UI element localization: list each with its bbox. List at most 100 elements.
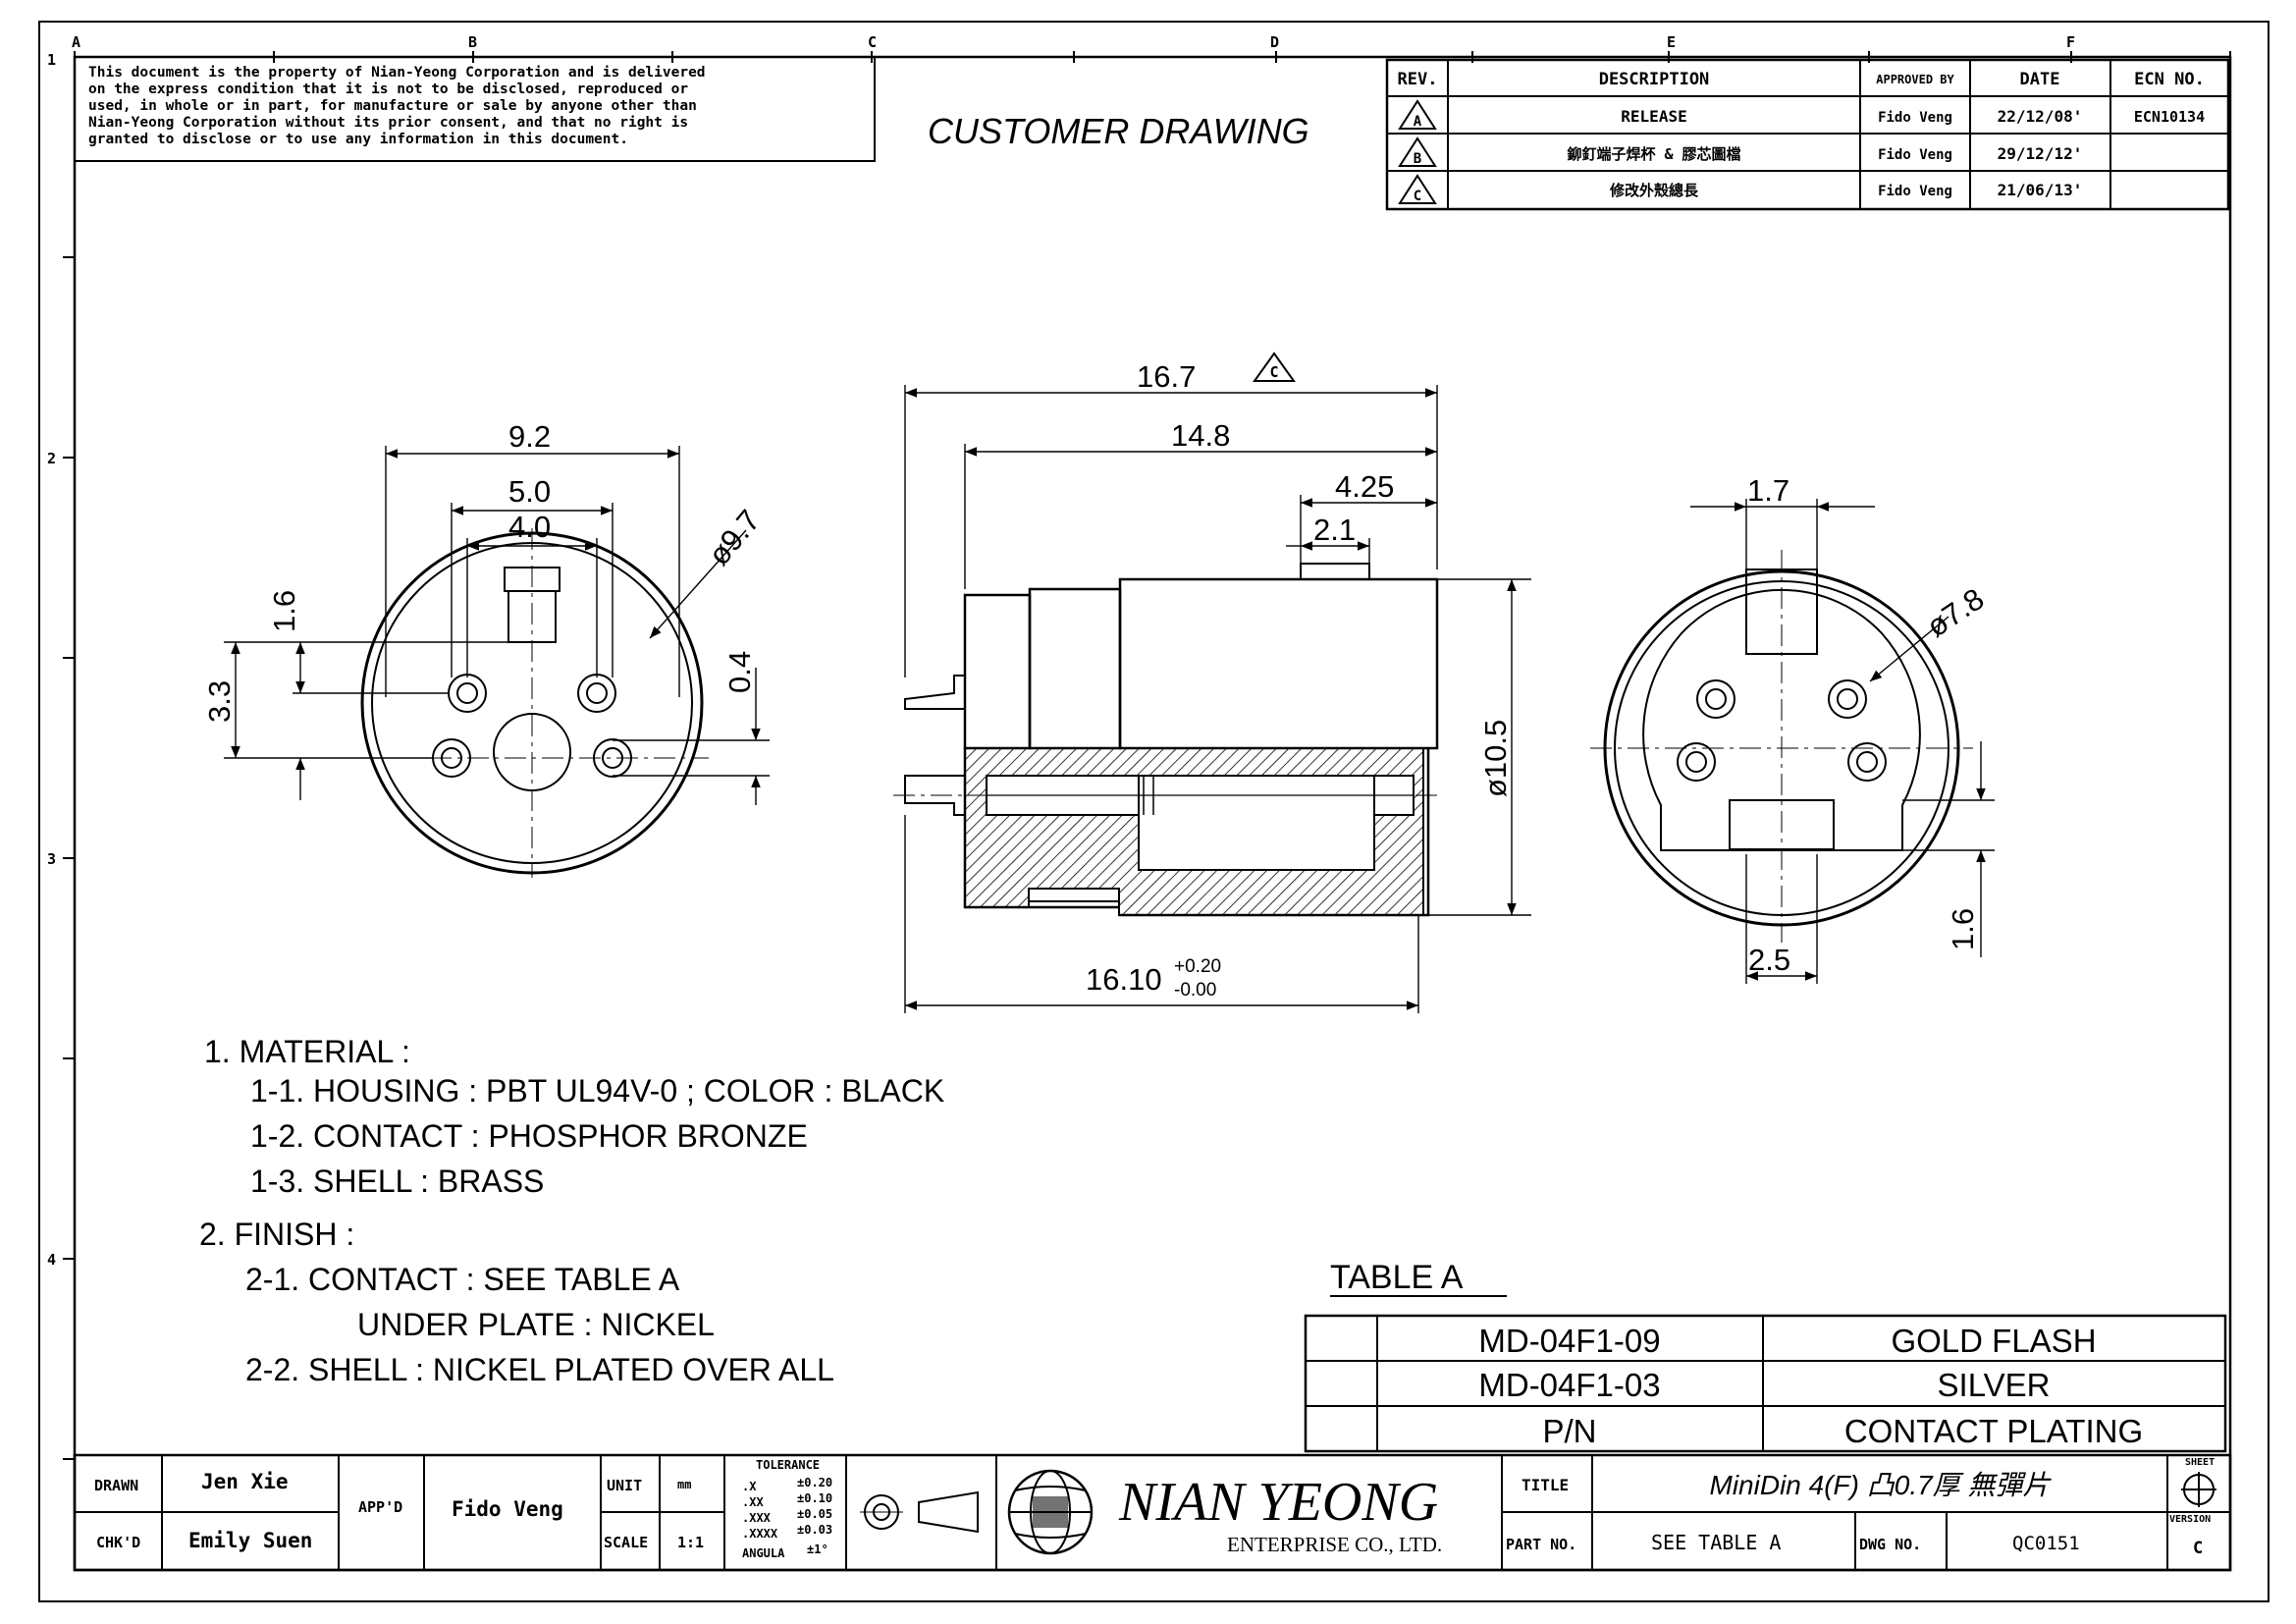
- rev-letter: C: [1414, 189, 1421, 204]
- proprietary-notice: This document is the property of Nian-Ye…: [74, 56, 876, 162]
- rev-header-description: DESCRIPTION: [1599, 70, 1710, 89]
- front-view: [355, 528, 709, 878]
- projection-symbol-icon: [860, 1490, 979, 1534]
- zone-markers: A B C D E F 1 2 3 4: [47, 33, 2075, 1269]
- tolerance-value: ±1°: [807, 1543, 828, 1556]
- sheet-label: SHEET: [2185, 1457, 2215, 1468]
- side-view-dimensions: [904, 385, 1531, 1013]
- rev-description: RELEASE: [1621, 107, 1686, 126]
- rev-header-approved: APPROVED BY: [1876, 73, 1954, 86]
- note-finish: 2. FINISH :: [199, 1217, 354, 1252]
- table-a-pn: MD-04F1-03: [1478, 1367, 1660, 1403]
- company-globe-logo-icon: [1007, 1469, 1094, 1555]
- appd-name: Fido Veng: [452, 1497, 563, 1521]
- zone-letter-d: D: [1270, 33, 1279, 51]
- zone-number-2: 2: [47, 450, 56, 467]
- scale-label: SCALE: [604, 1534, 648, 1551]
- company-name: NIAN YEONG: [1118, 1472, 1438, 1533]
- tol-plus: +0.20: [1174, 956, 1221, 977]
- zone-number-4: 4: [47, 1251, 56, 1269]
- rev-ecn: ECN10134: [2134, 108, 2205, 126]
- dim-1-6-right: 1.6: [1946, 908, 1980, 950]
- dim-5-0: 5.0: [508, 474, 551, 509]
- rev-date: 21/06/13': [1998, 181, 2083, 199]
- unit-label: UNIT: [607, 1477, 642, 1494]
- table-a: TABLE A MD-04F1-09 GOLD FLASH MD-04F1-03…: [1304, 1259, 2227, 1453]
- dim-4-25: 4.25: [1335, 469, 1394, 504]
- notice-line-2: on the express condition that it is not …: [88, 81, 688, 97]
- drawing-type-label: CUSTOMER DRAWING: [928, 111, 1309, 151]
- note-shell-finish: 2-2. SHELL : NICKEL PLATED OVER ALL: [245, 1352, 834, 1387]
- table-a-header-pn: P/N: [1542, 1413, 1596, 1449]
- tolerance-key: .X: [742, 1480, 757, 1493]
- rev-approved-by: Fido Veng: [1878, 110, 1952, 126]
- svg-text:C: C: [1269, 363, 1278, 381]
- tolerance-value: ±0.10: [797, 1491, 832, 1505]
- table-a-title: TABLE A: [1330, 1259, 1464, 1296]
- dim-phi-10-5: ø10.5: [1478, 720, 1513, 797]
- tolerance-value: ±0.03: [797, 1523, 832, 1537]
- zone-letter-f: F: [2066, 33, 2075, 51]
- rev-date: 22/12/08': [1998, 107, 2083, 126]
- revision-c-marker: C: [1253, 352, 1296, 382]
- rear-view-dimensions: [1690, 499, 1995, 984]
- revision-row-b: B 鉚釘端子焊杯 & 膠芯圖檔 Fido Veng 29/12/12': [1398, 136, 2082, 167]
- table-a-plating: GOLD FLASH: [1891, 1323, 2096, 1359]
- zone-letter-c: C: [868, 33, 877, 51]
- revision-table: REV. DESCRIPTION APPROVED BY DATE ECN NO…: [1385, 58, 2230, 211]
- rev-header-date: DATE: [2020, 70, 2060, 89]
- tolerance-key: .XX: [742, 1495, 764, 1509]
- side-section-view: [893, 563, 1443, 917]
- table-a-plating: SILVER: [1938, 1367, 2051, 1403]
- version-label: VERSION: [2169, 1514, 2211, 1525]
- chkd-label: CHK'D: [96, 1534, 140, 1551]
- table-a-row: MD-04F1-09 GOLD FLASH: [1478, 1323, 2096, 1359]
- drawn-name: Jen Xie: [201, 1470, 289, 1493]
- version-value: C: [2193, 1539, 2203, 1558]
- dwg-no-value: QC0151: [2012, 1533, 2080, 1554]
- tolerance-key: .XXXX: [742, 1527, 778, 1541]
- zone-number-3: 3: [47, 850, 56, 868]
- zone-letter-e: E: [1667, 33, 1676, 51]
- dim-2-5: 2.5: [1748, 943, 1790, 977]
- rear-view: [1590, 550, 1973, 943]
- dim-16-10: 16.10: [1086, 962, 1162, 997]
- note-under-plate: UNDER PLATE : NICKEL: [357, 1307, 715, 1342]
- dim-1-7: 1.7: [1747, 473, 1789, 508]
- dim-phi-9-7: ø9.7: [702, 503, 768, 571]
- dim-1-6-left: 1.6: [267, 590, 301, 632]
- tolerance-value: ±0.20: [797, 1476, 832, 1489]
- tolerance-key: ANGULA: [742, 1546, 785, 1560]
- appd-label: APP'D: [358, 1498, 402, 1516]
- dim-0-4: 0.4: [722, 651, 757, 693]
- side-view-labels: 16.7 14.8 4.25 2.1 ø10.5 16.10 +0.20 -0.…: [1086, 352, 1513, 1001]
- rev-approved-by: Fido Veng: [1878, 147, 1952, 163]
- title-block: DRAWN Jen Xie CHK'D Emily Suen APP'D Fid…: [73, 1453, 2232, 1572]
- rev-description: 鉚釘端子焊杯 & 膠芯圖檔: [1567, 145, 1740, 163]
- table-a-header-plating: CONTACT PLATING: [1844, 1413, 2143, 1449]
- table-a-row: MD-04F1-03 SILVER: [1478, 1367, 2050, 1403]
- revision-row-c: C 修改外殼總長 Fido Veng 21/06/13': [1398, 174, 2083, 204]
- rev-description: 修改外殼總長: [1609, 182, 1699, 199]
- dim-3-3: 3.3: [202, 680, 237, 723]
- rev-header-rev: REV.: [1398, 70, 1438, 89]
- drawing-title: MiniDin 4(F) 凸0.7厚 無彈片: [1710, 1470, 2053, 1500]
- notice-line-1: This document is the property of Nian-Ye…: [88, 65, 706, 81]
- zone-number-1: 1: [47, 51, 56, 69]
- dim-9-2: 9.2: [508, 419, 551, 454]
- revision-row-a: A RELEASE Fido Veng 22/12/08' ECN10134: [1398, 99, 2205, 130]
- tol-minus: -0.00: [1174, 980, 1216, 1001]
- notice-line-5: granted to disclose or to use any inform…: [88, 132, 628, 147]
- scale-value: 1:1: [677, 1534, 704, 1551]
- dim-14-8: 14.8: [1171, 418, 1230, 453]
- tolerance-value: ±0.05: [797, 1507, 832, 1521]
- note-material: 1. MATERIAL :: [204, 1034, 410, 1069]
- dim-phi-7-8: ø7.8: [1920, 581, 1990, 644]
- title-label: TITLE: [1522, 1476, 1569, 1494]
- notice-line-3: used, in whole or in part, for manufactu…: [88, 98, 697, 114]
- part-no-value: SEE TABLE A: [1651, 1531, 1781, 1554]
- material-notes: 1. MATERIAL : 1-1. HOUSING : PBT UL94V-0…: [199, 1034, 944, 1387]
- front-view-dimensions: [224, 446, 770, 805]
- tolerance-key: .XXX: [742, 1511, 772, 1525]
